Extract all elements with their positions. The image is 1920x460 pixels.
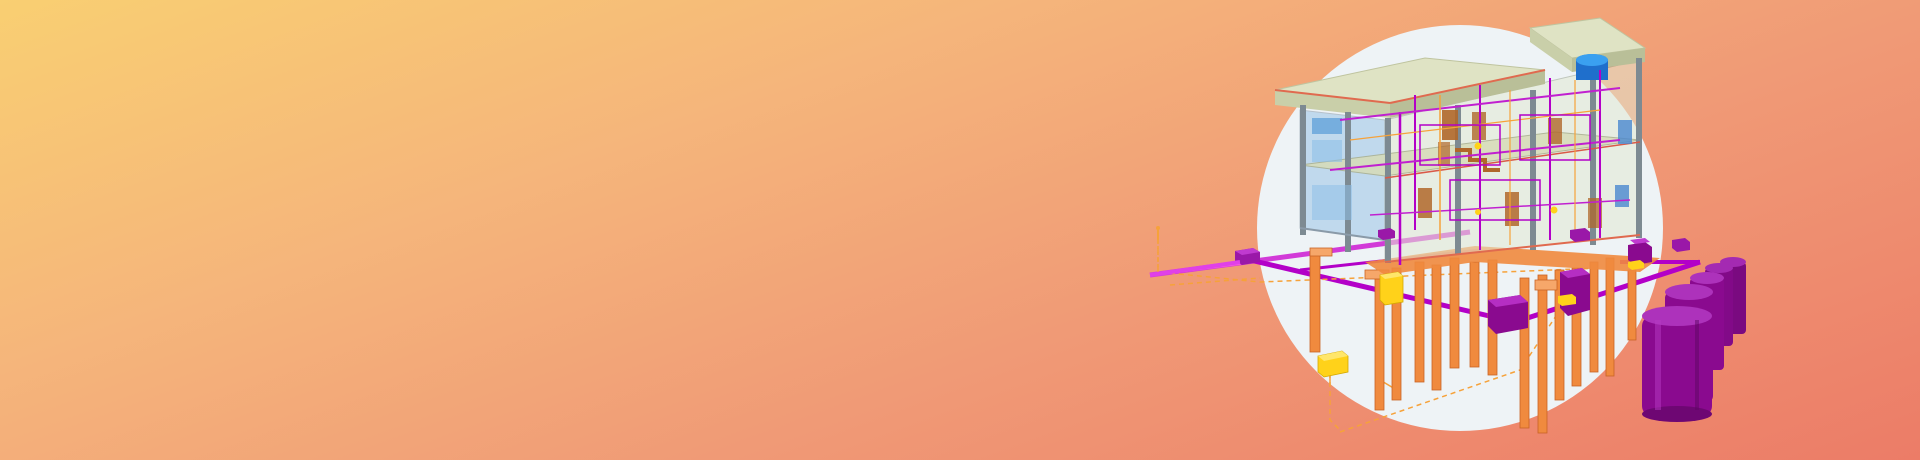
- building-structure: [1274, 17, 1660, 275]
- storage-tanks: [1642, 257, 1746, 422]
- supply-pipe: [1149, 228, 1241, 277]
- equipment-boxes: [1235, 142, 1690, 378]
- internal-pipes: [1329, 70, 1631, 265]
